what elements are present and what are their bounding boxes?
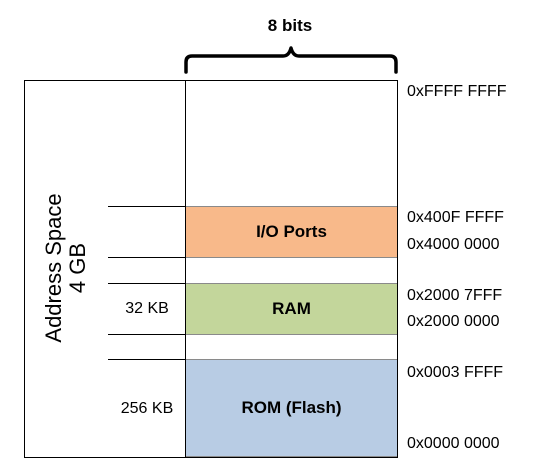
io-ports-label: I/O Ports [256, 222, 327, 241]
bit-width-label: 8 bits [267, 16, 313, 35]
size-divider [108, 257, 186, 258]
width-brace [184, 46, 398, 74]
io-ports-region: I/O Ports [186, 206, 397, 258]
size-divider [108, 206, 186, 207]
ram-size-label: 32 KB [125, 300, 169, 317]
address-space-size: 4 GB [65, 242, 90, 294]
size-divider [108, 283, 186, 284]
address-space-column [24, 80, 109, 458]
ram-region: RAM [186, 283, 397, 335]
size-divider [108, 334, 186, 335]
address-rom-end: 0x0003 FFFF [407, 364, 504, 381]
rom-size-label: 256 KB [120, 400, 174, 417]
address-io-start: 0x4000 0000 [407, 236, 500, 253]
address-io-end: 0x400F FFFF [407, 209, 504, 226]
size-divider [108, 359, 186, 360]
ram-label: RAM [272, 299, 311, 318]
size-column [108, 80, 186, 458]
rom-region: ROM (Flash) [186, 359, 397, 457]
rom-label: ROM (Flash) [241, 398, 342, 417]
address-space-title: Address Space [41, 193, 66, 343]
address-ram-start: 0x2000 0000 [407, 313, 500, 330]
address-rom-start: 0x0000 0000 [407, 435, 500, 452]
address-ram-end: 0x2000 7FFF [407, 287, 503, 304]
address-top: 0xFFFF FFFF [407, 83, 507, 100]
